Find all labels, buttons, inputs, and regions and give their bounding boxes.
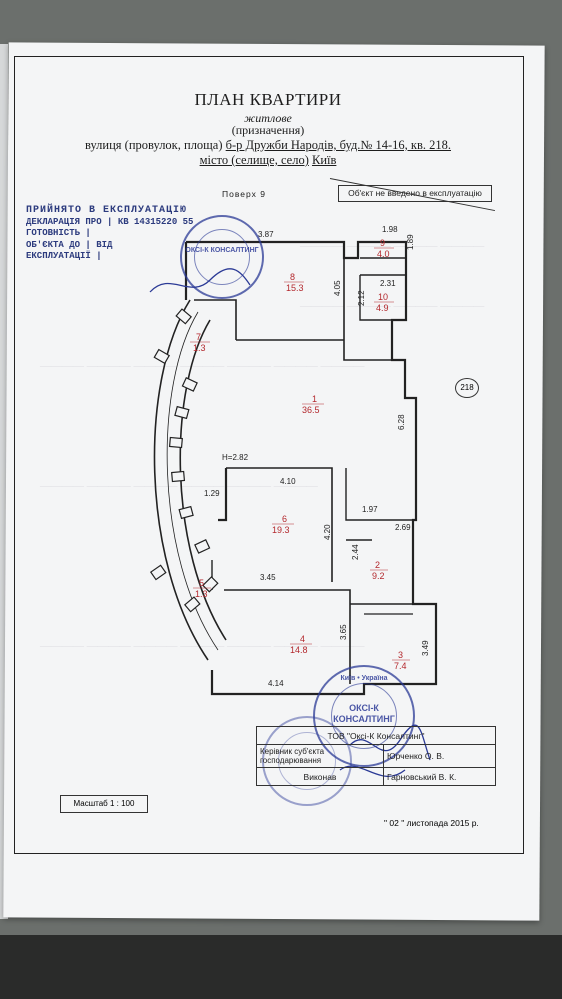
document-frame [14,56,524,854]
svg-text:9.2: 9.2 [372,571,385,581]
svg-text:4.9: 4.9 [376,303,389,313]
balcony-piers [149,308,219,613]
executor-label: Виконав [256,767,384,786]
signature-table: ТОВ "Оксі-К Консалтинг" Керівник суб'єкт… [256,726,496,786]
svg-text:8: 8 [290,272,295,282]
svg-text:1.3: 1.3 [193,343,206,353]
svg-text:1: 1 [312,394,317,404]
svg-text:7: 7 [196,332,201,342]
apartment-number-marker: 218 [455,378,479,398]
dim-2.12: 2.12 [357,290,366,306]
svg-text:5: 5 [199,578,204,588]
bleed-through-text: ———— ———— ———— ———— ———— ———— [40,480,318,492]
room-label-8: 8 15.3 [284,272,304,293]
city-value: Київ [311,153,337,167]
purpose-label: (призначення) [231,123,305,137]
declaration-line: ДЕКЛАРАЦІЯ ПРО | КВ 14315220 55 [26,216,194,227]
dim-1.98: 1.98 [382,225,398,234]
room-label-6: 6 19.3 [272,514,294,535]
head-value: Юрченко О. В. [383,744,496,768]
height-label: Н=2.82 [222,453,249,462]
svg-text:10: 10 [378,292,388,302]
city-line: місто (селище, село) Київ [0,153,536,168]
bleed-through-text: ———— ———— ———— ———— [300,300,485,312]
declaration-heading: ПРИЙНЯТО В ЕКСПЛУАТАЦІЮ [26,205,188,216]
stamp-center-text: ОКСІ-К КОНСАЛТИНГ [333,703,395,724]
stamp-ring-text: Київ • Україна [340,675,388,682]
room-label-7: 7 1.3 [190,332,210,353]
dim-4.20: 4.20 [323,524,332,540]
svg-text:3: 3 [398,650,403,660]
dim-4.14: 4.14 [268,679,284,688]
document-date: " 02 " листопада 2015 р. [384,818,479,828]
dim-6.28: 6.28 [397,414,406,430]
dim-3.87: 3.87 [258,230,274,239]
bleed-through-text: ———— ———— ———— ———— ———— ———— ———— [40,640,365,652]
svg-text:4.0: 4.0 [377,249,390,259]
dim-1.97: 1.97 [362,505,378,514]
round-stamp-top: ОКСІ-К КОНСАЛТИНГ [180,215,264,299]
floor-label: Поверх 9 [222,189,266,199]
svg-text:14.8: 14.8 [290,645,308,655]
svg-text:36.5: 36.5 [302,405,320,415]
room-label-3: 3 7.4 [392,650,410,671]
address-value: б-р Дружби Народів, буд.№ 14-16, кв. 218… [225,138,451,152]
svg-text:19.3: 19.3 [272,525,290,535]
table-surface [0,935,562,999]
dim-3.65: 3.65 [339,624,348,640]
dim-2.69: 2.69 [395,523,411,532]
room-label-10: 10 4.9 [374,292,394,313]
svg-text:4: 4 [300,634,305,644]
stamp-text: ОКСІ-К КОНСАЛТИНГ [185,247,259,254]
dim-2.44: 2.44 [351,544,360,560]
svg-text:2: 2 [375,560,380,570]
address-line: вулиця (провулок, площа) б-р Дружби Наро… [0,138,536,153]
paper-edge [0,44,8,919]
room-label-4: 4 14.8 [290,634,312,655]
svg-text:6: 6 [282,514,287,524]
declaration-stamp: ПРИЙНЯТО В ЕКСПЛУАТАЦІЮ ДЕКЛАРАЦІЯ ПРО |… [26,205,193,263]
declaration-line: ОБ'ЄКТА ДО | ВІД [26,239,113,250]
stamp-inner-ring [194,229,250,285]
bleed-through-text: ———— ———— ———— ———— ———— ———— ———— [40,360,365,372]
svg-text:7.4: 7.4 [394,661,407,671]
purpose-value: житлове [244,111,292,125]
room-label-5: 5 1.3 [193,578,211,599]
dim-4.05: 4.05 [333,280,342,296]
room-label-1: 1 36.5 [302,394,324,415]
city-prefix: місто (селище, село) [199,153,309,167]
bleed-through-text: ———— ———— ———— ———— [300,240,485,252]
dim-1.89: 1.89 [406,234,415,250]
room-label-2: 2 9.2 [370,560,388,581]
dim-1.29: 1.29 [204,489,220,498]
dim-3.49: 3.49 [421,640,430,656]
room-label-9: 9 4.0 [374,238,394,259]
executor-value: Гарновський В. К. [383,767,496,786]
not-in-operation-box: Об'єкт не введено в експлуатацію [338,185,492,202]
svg-text:15.3: 15.3 [286,283,304,293]
dim-2.31: 2.31 [380,279,396,288]
svg-text:1.3: 1.3 [195,589,208,599]
dim-4.10: 4.10 [280,477,296,486]
declaration-line: ГОТОВНІСТЬ | [26,228,91,238]
svg-text:9: 9 [380,238,385,248]
scale-box: Масштаб 1 : 100 [60,795,148,813]
org-name: ТОВ "Оксі-К Консалтинг" [256,726,496,745]
document-title: ПЛАН КВАРТИРИ [194,90,342,109]
declaration-line: ЕКСПЛУАТАЦІЇ | [26,251,102,261]
head-label: Керівник суб'єкта господарювання [256,744,384,768]
dim-3.45: 3.45 [260,573,276,582]
address-prefix: вулиця (провулок, площа) [85,138,223,152]
